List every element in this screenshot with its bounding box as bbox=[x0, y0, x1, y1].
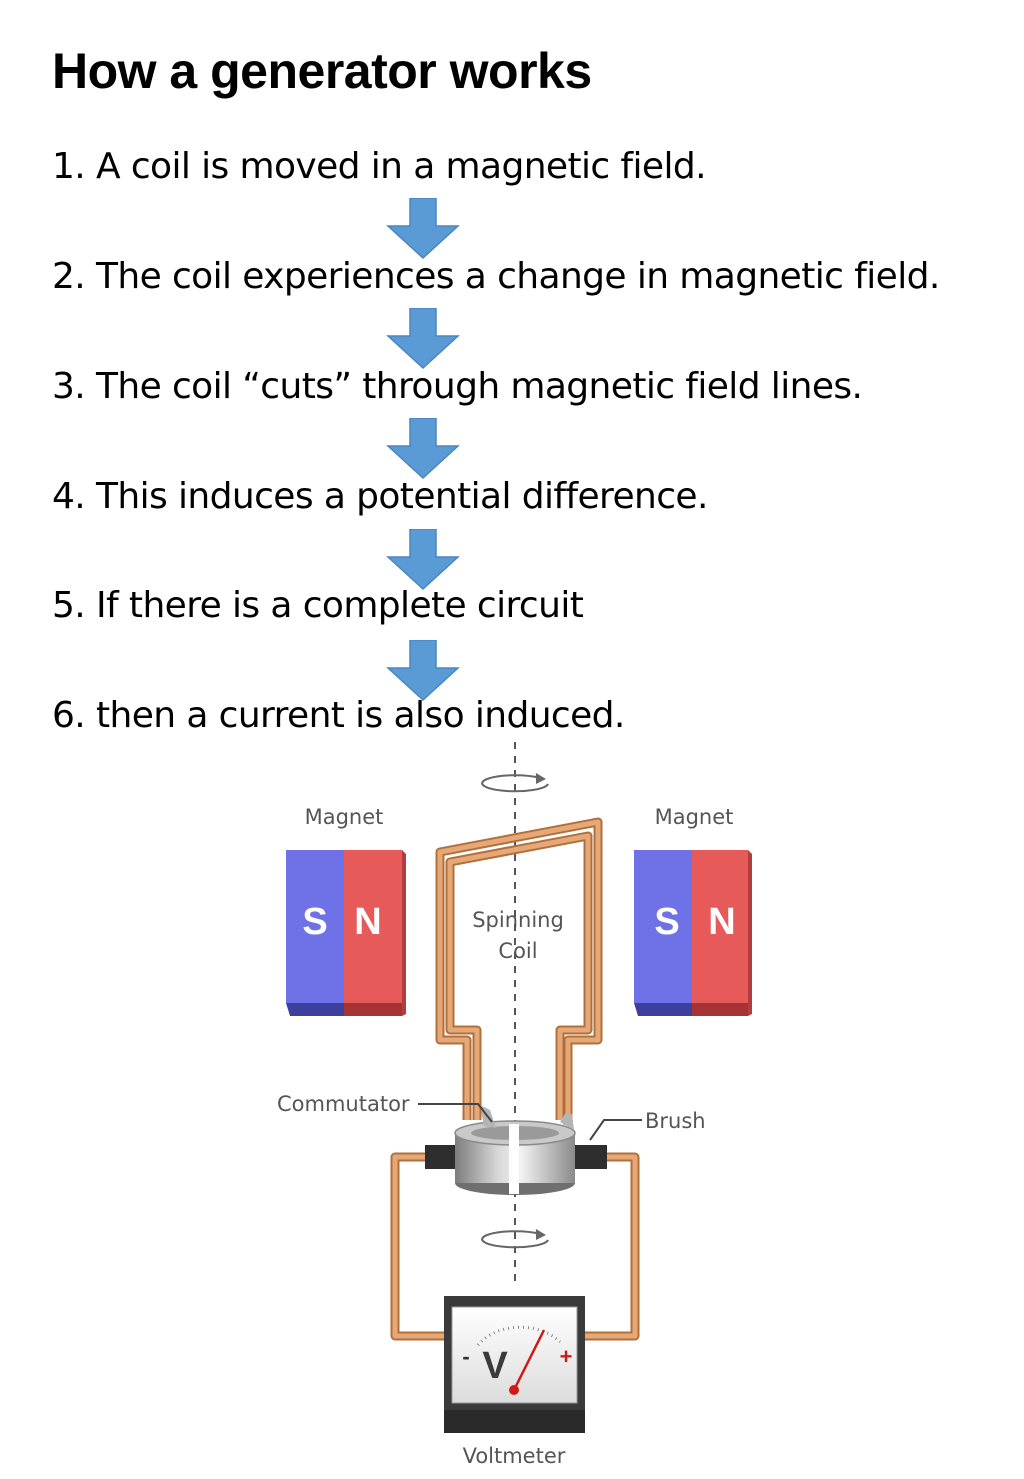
commutator bbox=[454, 1105, 576, 1195]
magnet-right-label: Magnet bbox=[655, 805, 734, 829]
down-arrow-icon bbox=[386, 308, 460, 370]
commutator-label: Commutator bbox=[277, 1092, 410, 1116]
rotation-arrow-icon bbox=[481, 1229, 549, 1249]
brush-leader-line bbox=[589, 1119, 642, 1141]
spinning-coil bbox=[435, 817, 603, 1125]
voltmeter: V - + bbox=[444, 1296, 585, 1433]
voltmeter-symbol: V bbox=[482, 1345, 508, 1387]
south-pole-label: S bbox=[302, 901, 327, 943]
voltmeter-label: Voltmeter bbox=[463, 1444, 566, 1468]
circuit-wire bbox=[390, 1152, 640, 1341]
page-title: How a generator works bbox=[52, 43, 592, 99]
rotation-arrow-icon bbox=[481, 773, 549, 793]
magnet-right: S N bbox=[634, 850, 752, 1016]
step-2: 2. The coil experiences a change in magn… bbox=[52, 256, 940, 297]
plus-sign: + bbox=[560, 1344, 573, 1369]
minus-sign: - bbox=[462, 1344, 469, 1369]
brush-right bbox=[575, 1145, 607, 1169]
voltmeter-needle bbox=[512, 1329, 546, 1391]
down-arrow-icon bbox=[386, 640, 460, 702]
north-pole-label: N bbox=[354, 901, 381, 943]
step-1: 1. A coil is moved in a magnetic field. bbox=[52, 146, 707, 187]
step-6: 6. then a current is also induced. bbox=[52, 695, 625, 736]
coil-label: Spinning bbox=[472, 908, 564, 932]
magnet-left: S N bbox=[286, 850, 406, 1016]
needle-pivot bbox=[509, 1385, 519, 1395]
down-arrow-icon bbox=[386, 198, 460, 260]
step-3: 3. The coil “cuts” through magnetic fiel… bbox=[52, 366, 863, 407]
coil-label: Coil bbox=[498, 939, 537, 963]
commutator-leader-line bbox=[418, 1103, 493, 1123]
south-pole-label: S bbox=[654, 901, 679, 943]
down-arrow-icon bbox=[386, 418, 460, 480]
step-5: 5. If there is a complete circuit bbox=[52, 585, 584, 626]
north-pole-label: N bbox=[708, 901, 735, 943]
down-arrow-icon bbox=[386, 529, 460, 591]
step-4: 4. This induces a potential difference. bbox=[52, 476, 708, 517]
brush-left bbox=[425, 1145, 457, 1169]
magnet-left-label: Magnet bbox=[305, 805, 384, 829]
brush-label: Brush bbox=[645, 1109, 706, 1133]
